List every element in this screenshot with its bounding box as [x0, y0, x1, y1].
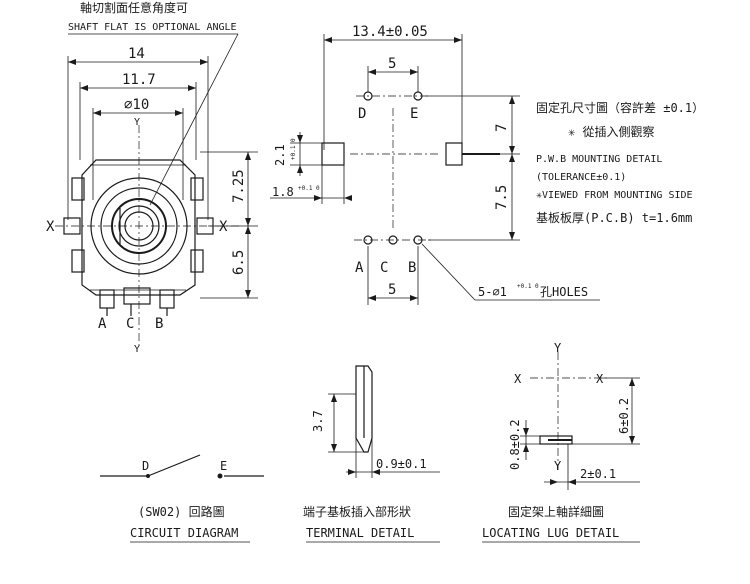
lug-axis-y-top: Y [554, 341, 562, 355]
dim-top-pitch: 5 [388, 56, 396, 72]
holes-spec: 5-⌀1 [478, 285, 507, 299]
dim-lower-6-5: 6.5 [231, 250, 247, 275]
shaft-note-en: SHAFT FLAT IS OPTIONAL ANGLE [68, 22, 237, 33]
terminal-caption-cn: 端子基板插入部形狀 [303, 504, 411, 519]
side-pin-c: C [380, 260, 388, 276]
hole-c [388, 235, 398, 245]
dim-inner-11-7: 11.7 [122, 72, 156, 88]
front-pin-b: B [155, 316, 163, 332]
lug-caption-cn: 固定架上軸詳細圖 [508, 504, 604, 519]
dim-terminal-length: 3.7 [311, 410, 325, 432]
front-view: 軸切割面任意角度可 SHAFT FLAT IS OPTIONAL ANGLE 1… [46, 0, 258, 355]
dim-width-14: 14 [128, 46, 145, 62]
holes-spec-suffix: 孔HOLES [540, 285, 588, 299]
dim-lug-thickness: 0.8±0.2 [508, 419, 522, 470]
hole-b [413, 235, 423, 245]
dim-bottom-pitch: 5 [388, 282, 396, 298]
dim-lug-width: 2±0.1 [580, 467, 616, 481]
switch-contact-e [217, 473, 223, 479]
dim-lug-height: 6±0.2 [617, 398, 631, 434]
lug-axis-x-left: X [514, 372, 522, 386]
terminal-outline [355, 365, 373, 453]
front-axis-x-left: X [46, 219, 55, 235]
terminal-detail: 3.7 0.9±0.1 端子基板插入部形狀 TERMINAL DETAIL [303, 365, 440, 543]
pcb-note-cn-3: 基板板厚(P.C.B) t=1.6mm [536, 211, 692, 225]
locating-lug-detail: Y X X 6±0.2 0.8±0.2 Y 2±0.1 固定架上軸詳細圖 LOC… [482, 341, 640, 543]
dim-7: 7 [494, 124, 510, 132]
front-axis-x-right: X [219, 219, 228, 235]
pcb-note-en-3: ✳VIEWED FROM MOUNTING SIDE [536, 190, 693, 201]
pcb-notes: 固定孔尺寸圖（容許差 ±0.1） ✳ 從插入側觀察 P.W.B MOUNTING… [536, 100, 704, 225]
dim-lug-width: 1.8 [272, 185, 294, 199]
tab-left-bottom [71, 249, 85, 273]
dim-upper-7-25: 7.25 [231, 169, 247, 203]
side-view: 13.4±0.05 5 D E 2.1 +0.1 0 [270, 24, 600, 305]
terminal-caption-en: TERMINAL DETAIL [306, 526, 414, 540]
circuit-label-e: E [220, 459, 227, 473]
circuit-caption-en: CIRCUIT DIAGRAM [130, 526, 238, 540]
side-pin-e: E [410, 106, 418, 122]
holes-spec-tol: +0.1 0 [517, 283, 539, 290]
tab-left-top [71, 177, 85, 201]
dim-side-height: 2.1 [273, 144, 287, 166]
lug-axis-x-right: X [596, 372, 604, 386]
front-axis-y-top: Y [134, 117, 140, 128]
dim-7-5: 7.5 [494, 185, 510, 210]
circuit-diagram: D E (SW02) 回路圖 CIRCUIT DIAGRAM [100, 454, 264, 543]
pcb-note-cn-2: ✳ 從插入側觀察 [568, 125, 654, 139]
side-lug-right [445, 142, 463, 166]
pcb-note-cn-1: 固定孔尺寸圖（容許差 ±0.1） [536, 100, 704, 115]
dim-terminal-width: 0.9±0.1 [376, 457, 427, 471]
pcb-note-en-1: P.W.B MOUNTING DETAIL [536, 154, 662, 165]
dim-side-height-tol: +0.1 0 [290, 138, 297, 160]
tab-right-top [190, 177, 204, 201]
dim-top-width: 13.4±0.05 [352, 24, 428, 40]
pcb-note-en-2: (TOLERANCE±0.1) [536, 172, 626, 183]
lug-caption-en: LOCATING LUG DETAIL [482, 526, 619, 540]
switch-contact-d [146, 474, 150, 478]
front-pin-a: A [98, 316, 107, 332]
front-pin-c: C [126, 316, 134, 332]
side-pin-d: D [358, 106, 366, 122]
front-axis-y-bottom: Y [134, 344, 140, 355]
circuit-caption-cn: (SW02) 回路圖 [138, 504, 225, 519]
hole-a [363, 235, 373, 245]
dim-shaft-diameter: ⌀10 [124, 97, 149, 113]
circuit-label-d: D [142, 459, 149, 473]
side-pin-a: A [355, 260, 364, 276]
lug-axis-y-bottom: Y [554, 459, 562, 473]
front-body-outline [81, 159, 196, 296]
side-lug-left [321, 142, 345, 166]
shaft-note-cn: 軸切割面任意角度可 [80, 0, 188, 15]
side-pin-b: B [408, 260, 416, 276]
dim-lug-width-tol: +0.1 0 [298, 185, 320, 192]
tab-right-bottom [190, 249, 204, 273]
